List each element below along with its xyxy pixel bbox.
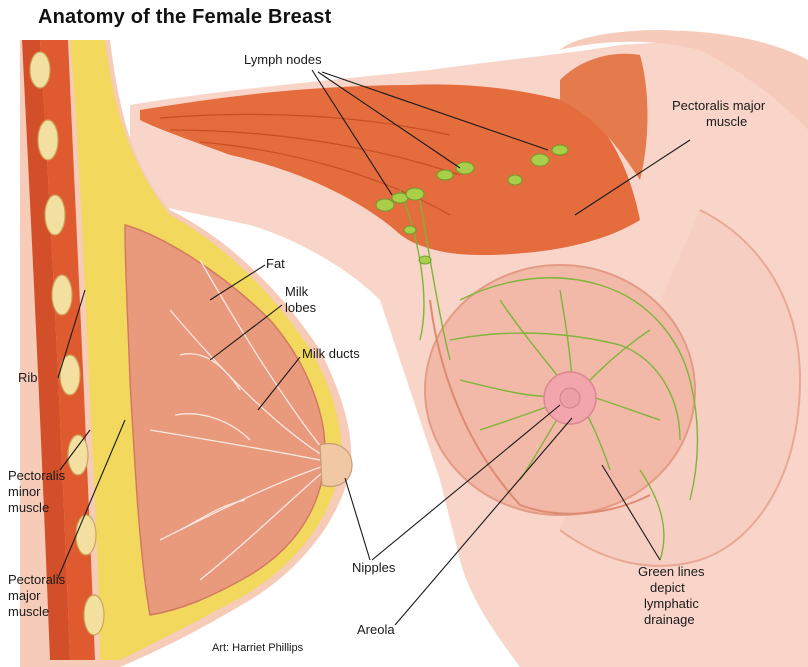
label-areola: Areola — [357, 622, 395, 638]
label-milk-ducts: Milk ducts — [302, 346, 360, 362]
label-line: drainage — [638, 612, 704, 628]
art-credit: Art: Harriet Phillips — [212, 640, 303, 656]
label-line: Pectoralis major — [672, 98, 765, 114]
label-pectoralis-minor: Pectoralis minor muscle — [8, 468, 65, 516]
label-fat: Fat — [266, 256, 285, 272]
label-line: muscle — [8, 500, 65, 516]
label-green-lines-note: Green lines depict lymphatic drainage — [638, 564, 704, 628]
label-line: lymphatic — [638, 596, 704, 612]
label-line: Pectoralis — [8, 572, 65, 588]
label-rib: Rib — [18, 370, 38, 386]
label-line: Pectoralis — [8, 468, 65, 484]
label-line: Green lines — [638, 564, 704, 580]
label-line: depict — [638, 580, 704, 596]
nipple-front — [560, 388, 580, 408]
label-line: major — [8, 588, 65, 604]
label-line: lobes — [285, 300, 316, 316]
label-line: Milk — [285, 284, 316, 300]
label-pectoralis-major-left: Pectoralis major muscle — [8, 572, 65, 620]
label-line: muscle — [8, 604, 65, 620]
label-line: muscle — [672, 114, 765, 130]
label-milk-lobes: Milk lobes — [285, 284, 316, 316]
label-line: minor — [8, 484, 65, 500]
label-lymph-nodes: Lymph nodes — [244, 52, 322, 68]
label-pectoralis-major-right: Pectoralis major muscle — [672, 98, 765, 130]
label-nipples: Nipples — [352, 560, 395, 576]
